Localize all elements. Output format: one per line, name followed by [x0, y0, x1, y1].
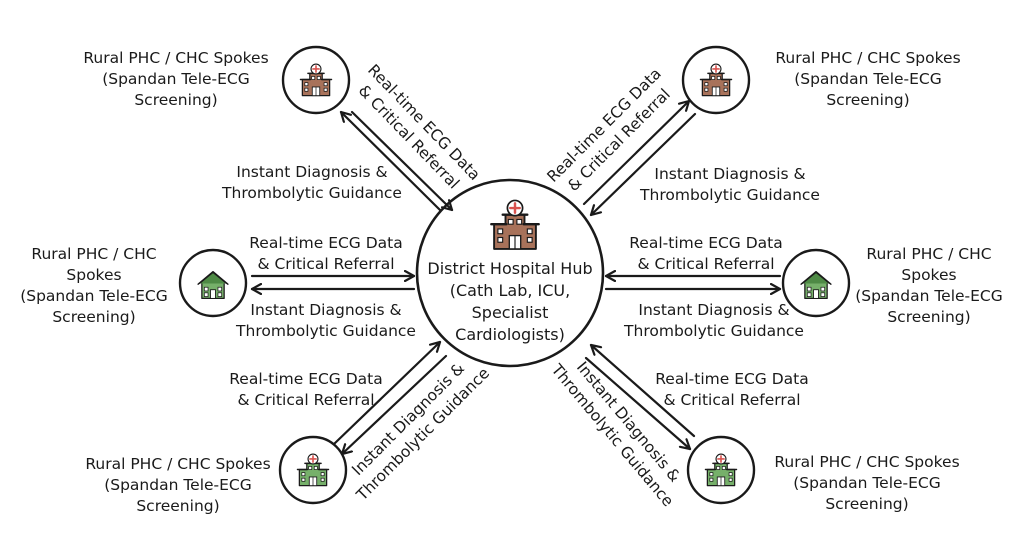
- hub-label-line: Specialist: [471, 303, 549, 322]
- arrow-referral-bottom-left: [332, 340, 442, 446]
- hub-circle: [415, 178, 605, 368]
- link-label-line: Thrombolytic Guidance: [624, 322, 804, 340]
- spoke-label-line: Screening): [52, 308, 136, 326]
- arrow-guidance-bottom-right: [584, 356, 692, 451]
- arrow-referral-top-left: [350, 110, 454, 212]
- spoke-label-line: (Spandan Tele-ECG: [102, 70, 250, 88]
- spoke-label-bottom-left: Rural PHC / CHC Spokes (Spandan Tele-ECG…: [62, 454, 294, 517]
- link-label-line: & Critical Referral: [237, 391, 375, 409]
- link-label-line: Real-time ECG Data: [655, 370, 809, 388]
- spoke-label-top-left: Rural PHC / CHC Spokes (Spandan Tele-ECG…: [60, 48, 292, 111]
- spoke-label-line: Screening): [826, 91, 910, 109]
- spoke-label-line: Rural PHC / CHC: [866, 245, 992, 263]
- link-label-line: & Critical Referral: [663, 391, 801, 409]
- spoke-label-line: Rural PHC / CHC: [31, 245, 157, 263]
- spoke-node-top-right: [681, 45, 751, 115]
- arrow-guidance-bottom-left: [340, 354, 448, 456]
- arrow-referral-top-right: [582, 99, 691, 206]
- spoke-node-left: [178, 248, 248, 318]
- spoke-label-right: Rural PHC / CHC Spokes (Spandan Tele-ECG…: [846, 244, 1012, 328]
- spoke-label-line: Spokes: [66, 266, 122, 284]
- spoke-label-line: (Spandan Tele-ECG: [793, 474, 941, 492]
- hub-label-line: Cardiologists): [455, 325, 565, 344]
- spoke-label-left: Rural PHC / CHC Spokes (Spandan Tele-ECG…: [12, 244, 176, 328]
- spoke-label-line: Screening): [136, 497, 220, 515]
- link-label-line: Real-time ECG Data: [249, 234, 403, 252]
- guidance-label-left: Instant Diagnosis & Thrombolytic Guidanc…: [232, 300, 420, 342]
- spoke-label-line: (Spandan Tele-ECG: [855, 287, 1003, 305]
- hub-label-line: (Cath Lab, ICU,: [449, 281, 571, 300]
- spoke-node-right: [781, 248, 851, 318]
- arrow-guidance-top-right: [589, 112, 697, 217]
- link-label-line: Instant Diagnosis &: [236, 163, 388, 181]
- hub-label-line: District Hospital Hub: [427, 259, 593, 278]
- link-label-line: & Critical Referral: [637, 255, 775, 273]
- spoke-node-bottom-right: [686, 435, 756, 505]
- link-label-line: Thrombolytic Guidance: [222, 184, 402, 202]
- spoke-label-line: Spokes: [901, 266, 957, 284]
- referral-label-left: Real-time ECG Data & Critical Referral: [236, 233, 416, 275]
- spoke-node-top-left: [281, 45, 351, 115]
- spoke-label-bottom-right: Rural PHC / CHC Spokes (Spandan Tele-ECG…: [751, 452, 983, 515]
- guidance-label-right: Instant Diagnosis & Thrombolytic Guidanc…: [620, 300, 808, 342]
- spoke-label-line: Rural PHC / CHC Spokes: [83, 49, 269, 67]
- referral-label-bottom-left: Real-time ECG Data & Critical Referral: [216, 369, 396, 411]
- spoke-label-line: Rural PHC / CHC Spokes: [774, 453, 960, 471]
- spoke-label-line: Screening): [887, 308, 971, 326]
- referral-label-bottom-right: Real-time ECG Data & Critical Referral: [642, 369, 822, 411]
- link-label-line: Instant Diagnosis &: [654, 165, 806, 183]
- hub-label: District Hospital Hub (Cath Lab, ICU, Sp…: [417, 258, 603, 346]
- arrow-guidance-top-left: [339, 110, 442, 212]
- guidance-label-top-right: Instant Diagnosis & Thrombolytic Guidanc…: [636, 164, 824, 206]
- spoke-label-line: (Spandan Tele-ECG: [794, 70, 942, 88]
- arrow-referral-bottom-right: [589, 343, 696, 438]
- referral-label-right: Real-time ECG Data & Critical Referral: [616, 233, 796, 275]
- link-label-line: Thrombolytic Guidance: [640, 186, 820, 204]
- spoke-label-line: (Spandan Tele-ECG: [20, 287, 168, 305]
- spoke-label-line: (Spandan Tele-ECG: [104, 476, 252, 494]
- link-label-line: & Critical Referral: [257, 255, 395, 273]
- link-label-line: Thrombolytic Guidance: [236, 322, 416, 340]
- link-label-line: Instant Diagnosis &: [638, 301, 790, 319]
- spoke-label-top-right: Rural PHC / CHC Spokes (Spandan Tele-ECG…: [752, 48, 984, 111]
- spoke-label-line: Rural PHC / CHC Spokes: [85, 455, 271, 473]
- spoke-label-line: Screening): [825, 495, 909, 513]
- link-label-line: Real-time ECG Data: [229, 370, 383, 388]
- spoke-node-bottom-left: [278, 435, 348, 505]
- guidance-label-top-left: Instant Diagnosis & Thrombolytic Guidanc…: [218, 162, 406, 204]
- spoke-label-line: Screening): [134, 91, 218, 109]
- link-label-line: Real-time ECG Data: [629, 234, 783, 252]
- link-label-line: Instant Diagnosis &: [250, 301, 402, 319]
- spoke-label-line: Rural PHC / CHC Spokes: [775, 49, 961, 67]
